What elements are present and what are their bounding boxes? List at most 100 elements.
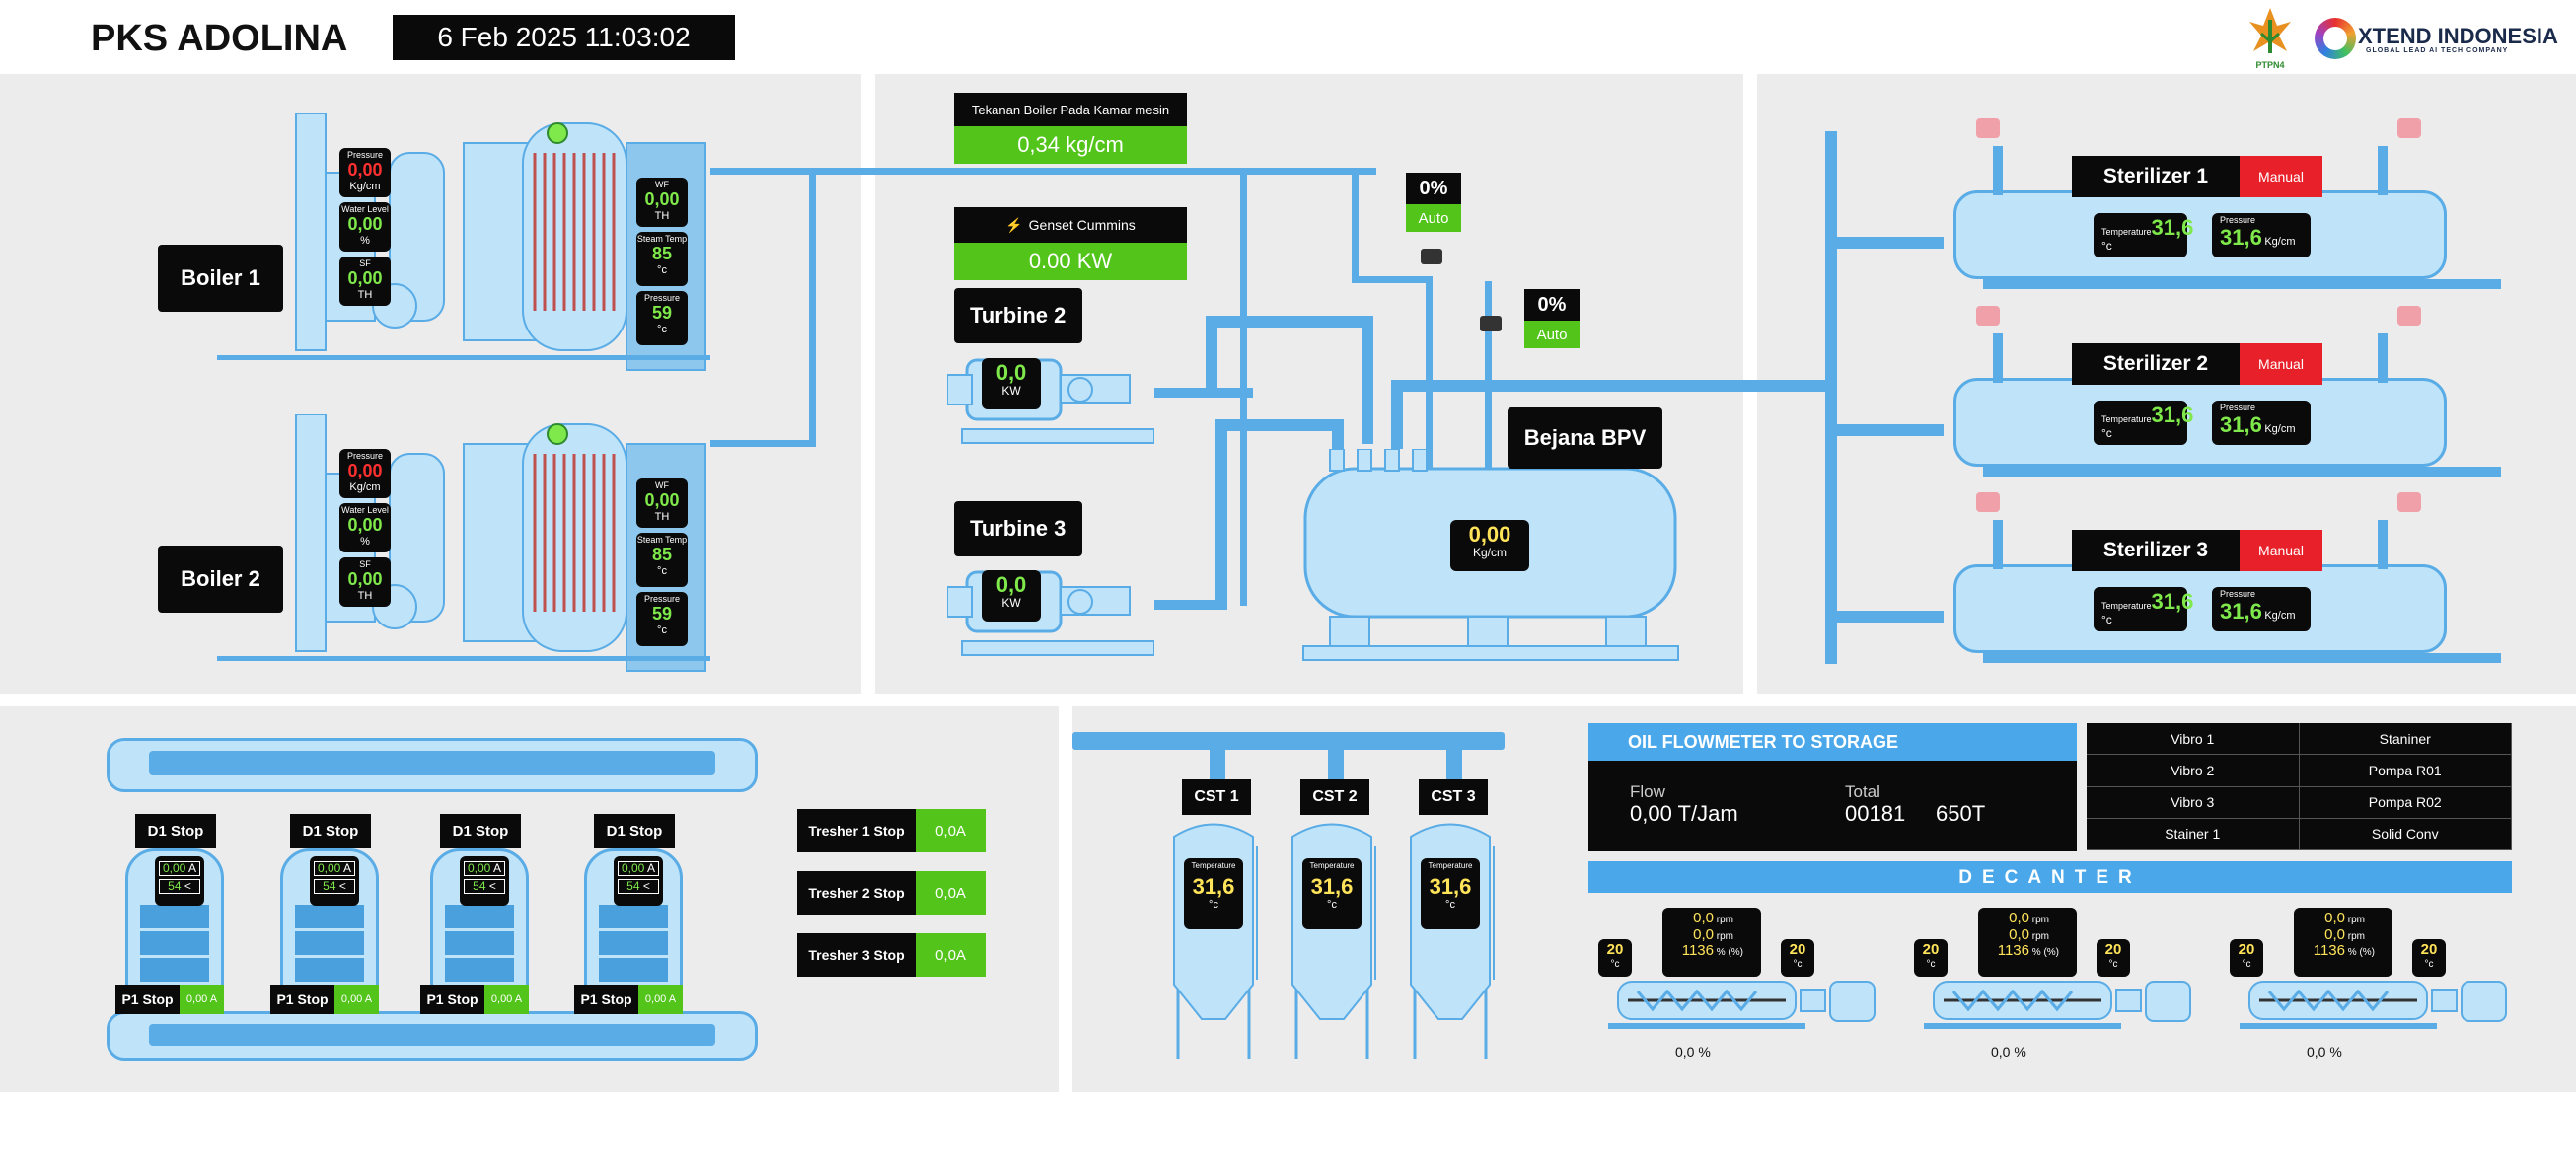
page-title: PKS ADOLINA	[91, 18, 348, 59]
decanter-left-temp: 20°c	[1914, 939, 1948, 977]
valve-icon	[1976, 306, 2000, 326]
digester-display: 0,00 A 54 <	[310, 856, 359, 906]
tresher-label: Tresher 2 Stop	[797, 871, 916, 915]
boiler-label: Boiler 2	[158, 546, 283, 613]
xtend-logo-icon	[2315, 18, 2356, 59]
status-table-cell: Pompa R02	[2299, 786, 2512, 819]
valve-icon	[1976, 118, 2000, 138]
cst-tank	[1403, 817, 1498, 1059]
digester-label: D1 Stop	[594, 814, 675, 848]
valve-icon	[1421, 249, 1442, 264]
sterilizer-label: Sterilizer 3	[2072, 530, 2240, 571]
valve1-mode[interactable]: Auto	[1406, 204, 1461, 232]
valve-icon	[2397, 306, 2421, 326]
steam-pipe	[1240, 168, 1247, 606]
digester-grid	[445, 903, 514, 982]
sterilizer-mode-badge[interactable]: Manual	[2240, 343, 2322, 385]
digester-grid	[140, 903, 209, 982]
pump-value: 0,00 A	[638, 985, 683, 1014]
sterilizer-vessel	[1953, 378, 2447, 467]
pump-value: 0,00 A	[180, 985, 224, 1014]
turbine-pipe	[1332, 419, 1344, 449]
sterilizer-label: Sterilizer 1	[2072, 156, 2240, 197]
sterilizer-pipe	[1983, 467, 2501, 477]
decanter-right-temp: 20°c	[2097, 939, 2130, 977]
sterilizer-pipe	[2378, 333, 2388, 383]
valve-icon	[1976, 492, 2000, 512]
pump-label: P1 Stop	[270, 985, 334, 1014]
tresher-value: 0,0A	[916, 933, 986, 977]
valve-icon	[2397, 492, 2421, 512]
sterilizer-feed-pipe	[1825, 237, 1944, 249]
decanter-bottom-value: 0,0 %	[1991, 1044, 2026, 1060]
status-table-cell: Vibro 3	[2087, 786, 2300, 819]
bpv-pipe	[1485, 281, 1492, 474]
genset-label: ⚡Genset Cummins	[954, 207, 1187, 243]
sterilizer-mode-badge[interactable]: Manual	[2240, 530, 2322, 571]
pump-label: P1 Stop	[115, 985, 180, 1014]
tresher-label: Tresher 3 Stop	[797, 933, 916, 977]
decanter-rpm-display: 0,0 rpm 0,0 rpm 1136 % (%)	[1662, 908, 1761, 977]
sterilizer-pipe	[1993, 520, 2003, 569]
decanter-left-temp: 20°c	[1598, 939, 1632, 977]
turbine-pipe	[1206, 316, 1373, 328]
cst-tank	[1285, 817, 1379, 1059]
digester-bottom-tank	[107, 1011, 758, 1061]
oil-total-label: Total	[1845, 782, 1880, 801]
valve-icon	[1480, 316, 1502, 331]
decanter-left-temp: 20°c	[2230, 939, 2263, 977]
valve2-percent: 0%	[1524, 289, 1580, 321]
turbine-pipe	[1154, 388, 1253, 398]
status-table-cell: Vibro 1	[2087, 723, 2300, 756]
sterilizer-feed-pipe	[1825, 611, 1944, 623]
decanter-header: DECANTER	[1588, 861, 2512, 893]
bpv-label: Bejana BPV	[1508, 407, 1662, 469]
bpv-pipe	[1391, 380, 1403, 449]
digester-label: D1 Stop	[290, 814, 371, 848]
sterilizer-header-pipe	[1825, 131, 1837, 664]
steam-pipe	[710, 440, 816, 447]
pump-value: 0,00 A	[334, 985, 379, 1014]
cst-feed-pipe	[1446, 748, 1462, 782]
cst-header-pipe	[1072, 732, 1505, 750]
boiler-label: Boiler 1	[158, 245, 283, 312]
sterilizer-pipe	[1993, 146, 2003, 195]
digester-grid	[295, 903, 364, 982]
valve2-mode[interactable]: Auto	[1524, 321, 1580, 348]
bpv-pipe	[1391, 380, 1830, 392]
oil-flow-label: Flow	[1630, 782, 1665, 801]
tresher-label: Tresher 1 Stop	[797, 809, 916, 852]
oil-flowmeter-header: OIL FLOWMETER TO STORAGE	[1588, 723, 2077, 761]
status-table-cell: Staniner	[2299, 723, 2512, 756]
sterilizer-vessel	[1953, 564, 2447, 653]
decanter-right-temp: 20°c	[1781, 939, 1814, 977]
digester-top-tank	[107, 738, 758, 792]
cst-label: CST 1	[1182, 779, 1251, 815]
sterilizer-temp-display: Temperature31,6 °c	[2094, 401, 2193, 445]
sterilizer-feed-pipe	[1825, 424, 1944, 436]
status-table-cell: Vibro 2	[2087, 755, 2300, 787]
cst-label: CST 2	[1300, 779, 1369, 815]
sterilizer-temp-display: Temperature31,6 °c	[2094, 587, 2193, 631]
turbine-pipe	[1215, 419, 1344, 431]
sterilizer-mode-badge[interactable]: Manual	[2240, 156, 2322, 197]
decanter-bottom-value: 0,0 %	[2307, 1044, 2342, 1060]
decanter-machine	[1914, 972, 2200, 1036]
decanter-rpm-display: 0,0 rpm 0,0 rpm 1136 % (%)	[2294, 908, 2392, 977]
digester-display: 0,00 A 54 <	[460, 856, 509, 906]
digester-label: D1 Stop	[440, 814, 521, 848]
sterilizer-pipe	[1993, 333, 2003, 383]
